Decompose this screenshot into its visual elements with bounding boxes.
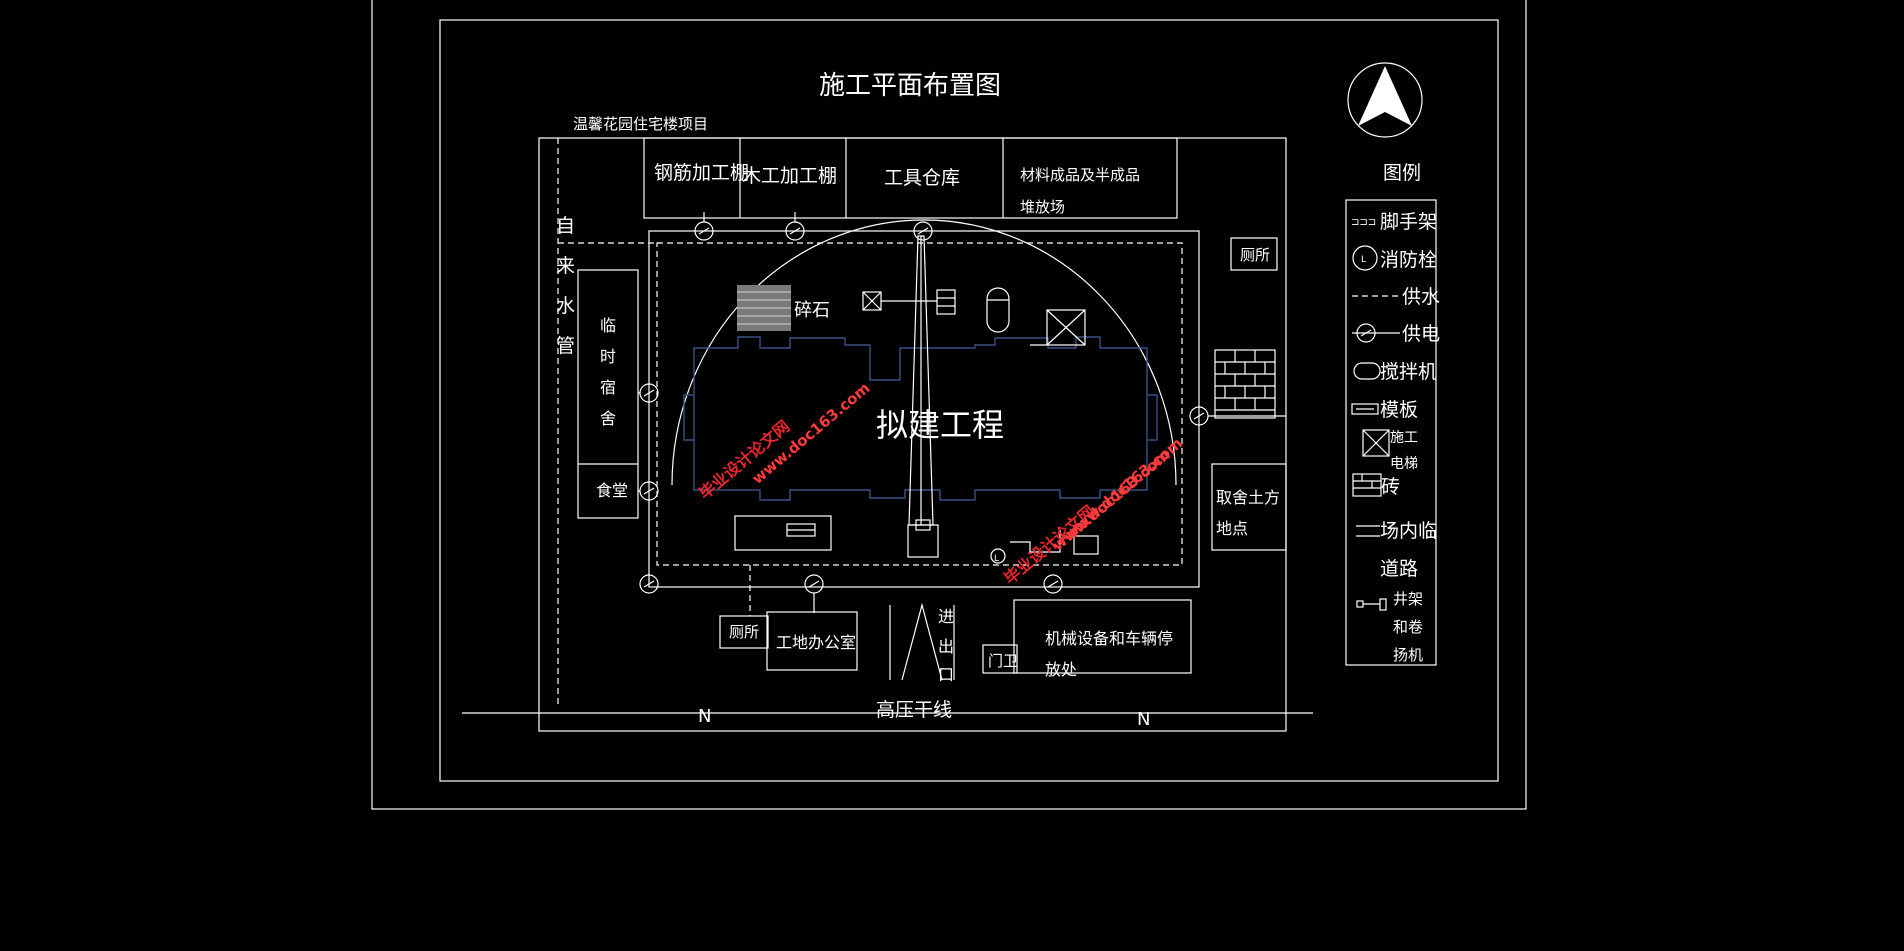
svg-text:场内临: 场内临 (1380, 520, 1437, 542)
project-name: 温馨花园住宅楼项目 (573, 115, 708, 133)
tool-warehouse-label: 工具仓库 (884, 167, 960, 189)
proposed-building-footprint (693, 336, 1148, 501)
svg-text:和卷: 和卷 (1393, 618, 1423, 636)
gravel-pile: 碎石 (737, 285, 830, 331)
soil-area-label-2: 地点 (1216, 519, 1248, 538)
machinery-parking: 门卫 机械设备和车辆停 放处 (982, 599, 1192, 679)
watermark-3: www.doc163.com (1061, 434, 1186, 543)
bottom-left-facilities: 厕所 工地办公室 (719, 565, 858, 671)
top-buildings: 钢筋加工棚 木工加工棚 工具仓库 材料成品及半成品 堆放场 (643, 137, 1178, 219)
svg-text:N: N (1137, 709, 1150, 730)
svg-text:供电: 供电 (1402, 323, 1440, 345)
svg-text:消防栓: 消防栓 (1380, 249, 1437, 271)
mixer-icon (1353, 362, 1381, 380)
dormitory-block: 临 时 宿 舍 食堂 (577, 269, 639, 519)
legend-title: 图例 (1383, 162, 1421, 184)
canteen-label: 食堂 (596, 481, 628, 500)
tower-crane (907, 235, 939, 558)
toilet-top-label: 厕所 (1240, 246, 1270, 264)
svg-text:L: L (994, 554, 999, 564)
wood-shed-label: 木工加工棚 (742, 165, 837, 187)
elevator-icon (1362, 429, 1390, 457)
brick-icon (1352, 473, 1382, 497)
steel-shed-label: 钢筋加工棚 (654, 162, 749, 184)
svg-text:脚手架: 脚手架 (1380, 211, 1437, 233)
svg-text:临: 临 (600, 316, 616, 335)
svg-text:电梯: 电梯 (1390, 456, 1418, 472)
svg-text:扬机: 扬机 (1393, 646, 1423, 664)
hydrant-icon (1352, 245, 1378, 271)
svg-text:搅拌机: 搅拌机 (1380, 361, 1437, 383)
machinery-label-1: 机械设备和车辆停 (1045, 629, 1173, 648)
svg-text:⊐⊐⊐: ⊐⊐⊐ (1351, 217, 1376, 228)
water-pipe: 自 来 水 管 (556, 138, 660, 705)
site-office-label: 工地办公室 (776, 633, 856, 652)
top-equipment (862, 287, 1086, 346)
svg-text:水: 水 (556, 295, 575, 317)
gate-guard-label: 门卫 (988, 652, 1018, 670)
svg-text:宿: 宿 (600, 378, 616, 397)
machinery-label-2: 放处 (1045, 660, 1077, 679)
svg-text:时: 时 (600, 347, 616, 366)
right-side-facilities: 厕所 取舍土方 地点 (1211, 237, 1287, 551)
watermark-1: 毕业设计论文网 www.doc163.com (695, 379, 873, 503)
svg-text:供水: 供水 (1402, 286, 1440, 308)
svg-text:井架: 井架 (1393, 590, 1423, 608)
legend-panel: 图例 ⊐⊐⊐ 脚手架 L 消防栓 供水 供电 搅拌机 模板 施工 电梯 砖 场内… (1345, 162, 1440, 666)
svg-text:www.doc163.com: www.doc163.com (1061, 434, 1186, 543)
power-nodes (638, 212, 1286, 613)
svg-text:N: N (698, 706, 711, 727)
material-yard-label-2: 堆放场 (1020, 198, 1065, 216)
svg-text:管: 管 (556, 335, 575, 357)
svg-text:模板: 模板 (1380, 399, 1418, 421)
road-icon (1356, 525, 1380, 537)
inner-frame (439, 19, 1499, 782)
power-icon (1356, 323, 1376, 343)
gravel-label: 碎石 (794, 300, 830, 321)
svg-text:出: 出 (938, 637, 954, 656)
site-entrance: 进 出 口 (889, 602, 955, 684)
soil-area-label-1: 取舍土方 (1216, 488, 1280, 507)
water-supply-loop (656, 242, 1183, 566)
svg-text:进: 进 (938, 607, 954, 626)
svg-text:施工: 施工 (1390, 430, 1418, 446)
svg-text:道路: 道路 (1380, 558, 1418, 580)
material-yard-label-1: 材料成品及半成品 (1020, 166, 1140, 184)
toilet-bottom-label: 厕所 (729, 623, 759, 641)
hydrant-symbol: L (990, 530, 1099, 564)
svg-text:L: L (1361, 255, 1366, 265)
drawing-title: 施工平面布置图 (819, 71, 1001, 101)
hoist-icon (1356, 598, 1387, 611)
outer-frame (371, 0, 1527, 810)
brick-pile-icon (1214, 349, 1276, 419)
high-voltage-line: N N 高压干线 (462, 699, 1313, 730)
mixer-station (734, 515, 832, 551)
svg-text:砖: 砖 (1381, 476, 1400, 498)
svg-text:自: 自 (556, 215, 575, 237)
svg-text:来: 来 (556, 255, 575, 277)
north-arrow-icon (1347, 62, 1423, 138)
svg-text:口: 口 (938, 665, 954, 684)
hv-line-label: 高压干线 (876, 699, 952, 721)
formwork-icon (1351, 403, 1379, 415)
proposed-project-label: 拟建工程 (876, 406, 1004, 444)
svg-text:舍: 舍 (600, 409, 616, 428)
